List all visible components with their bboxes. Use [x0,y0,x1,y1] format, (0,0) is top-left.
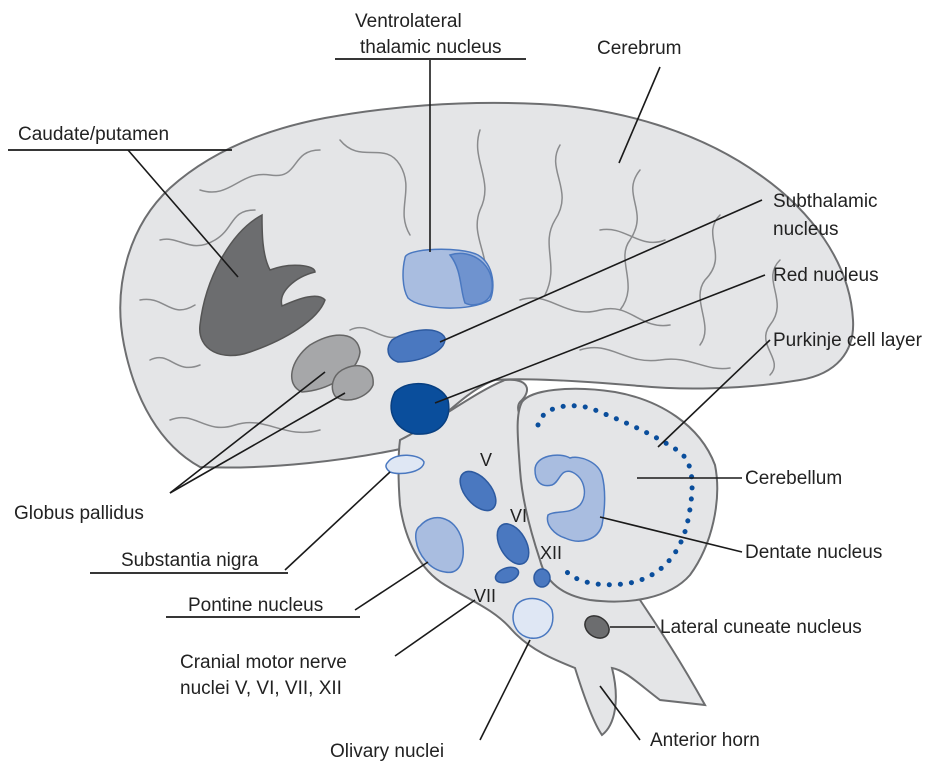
numeral-v: V [480,450,492,470]
label-cerebellum: Cerebellum [745,468,842,489]
nucleus-xii-shape [534,569,550,587]
label-substantia-nigra: Substantia nigra [121,550,259,571]
label-subthalamic-line1: Subthalamic [773,191,878,212]
label-cerebrum: Cerebrum [597,38,681,59]
label-ventrolateral-line2: thalamic nucleus [360,37,502,58]
label-ventrolateral-line1: Ventrolateral [355,11,462,32]
label-dentate: Dentate nucleus [745,542,882,563]
olivary-nuclei-shape [513,598,553,638]
numeral-vii: VII [474,586,496,606]
label-purkinje: Purkinje cell layer [773,330,923,351]
label-pontine: Pontine nucleus [188,595,323,616]
label-cranial-line2: nuclei V, VI, VII, XII [180,678,342,699]
label-red-nucleus: Red nucleus [773,265,879,286]
red-nucleus-shape [391,384,449,435]
label-anterior-horn: Anterior horn [650,730,760,751]
label-olivary: Olivary nuclei [330,741,444,762]
brain-silhouette [120,103,853,735]
label-caudate-putamen: Caudate/putamen [18,124,169,145]
label-globus-pallidus: Globus pallidus [14,503,144,524]
label-subthalamic-line2: nucleus [773,219,839,240]
label-cranial-line1: Cranial motor nerve [180,652,347,673]
numeral-xii: XII [540,543,562,563]
label-lateral-cuneate: Lateral cuneate nucleus [660,617,862,638]
numeral-vi: VI [510,506,527,526]
